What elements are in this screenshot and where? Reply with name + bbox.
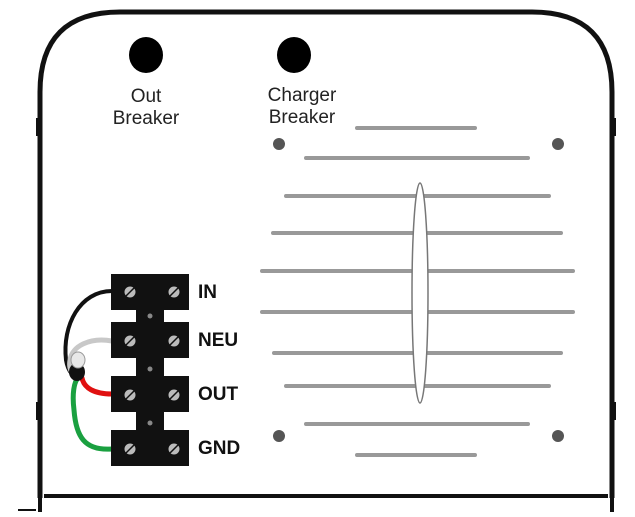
terminal-label-in: IN xyxy=(198,282,217,303)
charger-breaker-label: Charger Breaker xyxy=(252,85,352,129)
wire-bundle-sheath xyxy=(70,351,86,369)
screw-top-left xyxy=(273,138,285,150)
terminal-screws xyxy=(123,285,181,456)
out-breaker-label-line2: Breaker xyxy=(112,108,180,129)
left-tab-bottom xyxy=(36,402,42,420)
wire-gnd-green xyxy=(70,376,113,452)
charger-breaker-knob[interactable] xyxy=(277,37,311,73)
screw-bottom-right xyxy=(552,430,564,442)
terminal-label-neu: NEU xyxy=(198,330,239,351)
right-tab-bottom xyxy=(610,402,616,420)
panel-outline xyxy=(37,9,615,498)
vent-center-slot xyxy=(411,182,429,404)
right-tab-top xyxy=(610,118,616,136)
screw-bottom-left xyxy=(273,430,285,442)
out-breaker-knob[interactable] xyxy=(129,37,163,73)
screw-top-right xyxy=(552,138,564,150)
out-breaker-label: Out Breaker xyxy=(96,86,196,130)
terminal-block xyxy=(111,274,189,466)
charger-breaker-label-line1: Charger xyxy=(267,85,337,106)
out-breaker-label-line1: Out xyxy=(130,86,162,107)
terminal-label-gnd: GND xyxy=(198,438,241,459)
left-tab-top xyxy=(36,118,42,136)
charger-breaker-label-line2: Breaker xyxy=(268,107,336,128)
terminal-label-out: OUT xyxy=(198,384,239,405)
